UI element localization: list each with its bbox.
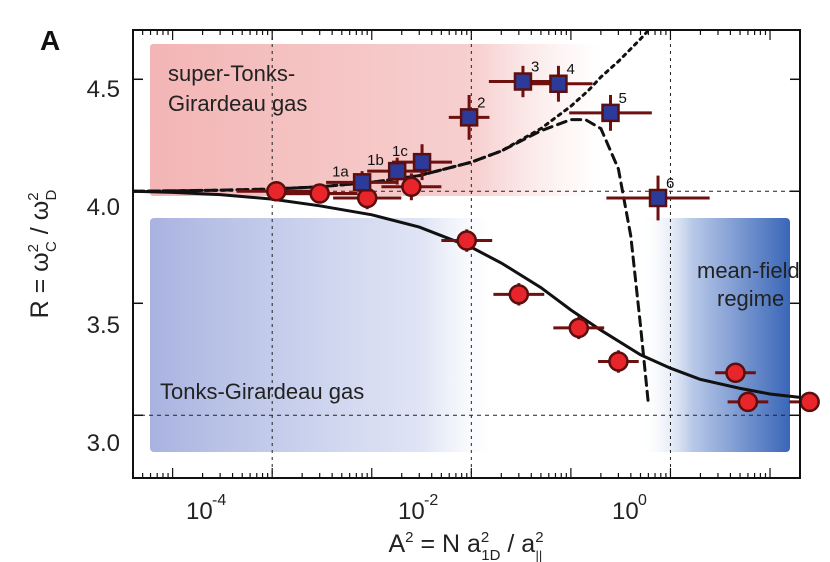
data-point-circle xyxy=(799,391,820,413)
data-point-square xyxy=(513,72,533,91)
data-point-label: 1c xyxy=(392,143,408,160)
y-tick-label: 4.5 xyxy=(87,76,120,103)
data-point-square xyxy=(352,173,372,192)
data-point-square xyxy=(549,74,568,94)
data-point-label: 1b xyxy=(367,152,384,169)
curve-dotted xyxy=(133,30,651,193)
data-point-label: 3 xyxy=(531,59,539,76)
data-point-circle xyxy=(309,183,330,204)
region-label-mean-field-line1: mean-field xyxy=(697,258,800,283)
y-tick-labels: 3.0 3.5 4.0 4.5 xyxy=(87,76,120,457)
data-point-label: 4 xyxy=(566,61,574,78)
data-point-circle xyxy=(725,362,746,383)
x-tick-labels: 10 -4 10 -2 10 0 xyxy=(186,492,647,525)
y-tick-label: 3.5 xyxy=(87,312,120,339)
data-point-circle xyxy=(401,176,422,198)
data-point-circle xyxy=(568,317,590,339)
x-tick-label: 10 xyxy=(612,498,639,525)
data-point-circle xyxy=(508,284,530,305)
data-point-label: 5 xyxy=(619,90,627,107)
y-axis-title: R = ω2C / ω2D xyxy=(25,189,60,318)
data-point-circle xyxy=(356,187,378,209)
region-labels: super-Tonks- Girardeau gas Tonks-Girarde… xyxy=(160,61,800,404)
data-point-circle xyxy=(737,391,759,413)
panel-label: A xyxy=(40,25,60,56)
x-tick-label: 10 xyxy=(186,498,213,525)
region-mean-field xyxy=(640,218,790,452)
data-point-square xyxy=(648,188,668,208)
point-labels: 1a 1b 1c 2 3 4 5 6 xyxy=(332,59,674,192)
data-point-square xyxy=(601,103,620,123)
data-point-circle xyxy=(456,230,478,251)
region-tonks-girardeau xyxy=(150,218,492,452)
data-point-label: 6 xyxy=(666,175,674,192)
curve-solid xyxy=(133,189,800,399)
x-tick-label: 10 xyxy=(398,498,425,525)
region-label-tonks-girardeau: Tonks-Girardeau gas xyxy=(160,379,364,404)
region-label-mean-field-line2: regime xyxy=(717,286,784,311)
x-tick-label-exponent: -4 xyxy=(212,492,226,509)
axis-ticks xyxy=(132,30,801,478)
data-point-square xyxy=(459,108,479,127)
data-markers xyxy=(266,72,820,413)
reference-lines xyxy=(133,30,800,478)
y-tick-label: 3.0 xyxy=(87,430,120,457)
region-label-super-tonks-line2: Girardeau gas xyxy=(168,91,307,116)
data-point-label: 2 xyxy=(477,94,485,111)
x-tick-label-exponent: 0 xyxy=(638,492,647,509)
region-label-super-tonks-line1: super-Tonks- xyxy=(168,61,295,86)
y-tick-label: 4.0 xyxy=(87,194,120,221)
x-tick-label-exponent: -2 xyxy=(424,492,438,509)
data-point-square xyxy=(412,152,432,172)
data-point-label: 1a xyxy=(332,163,349,180)
data-point-circle xyxy=(266,181,287,202)
data-point-circle xyxy=(608,351,629,372)
theory-curves xyxy=(133,30,800,406)
data-point-square xyxy=(387,161,407,181)
